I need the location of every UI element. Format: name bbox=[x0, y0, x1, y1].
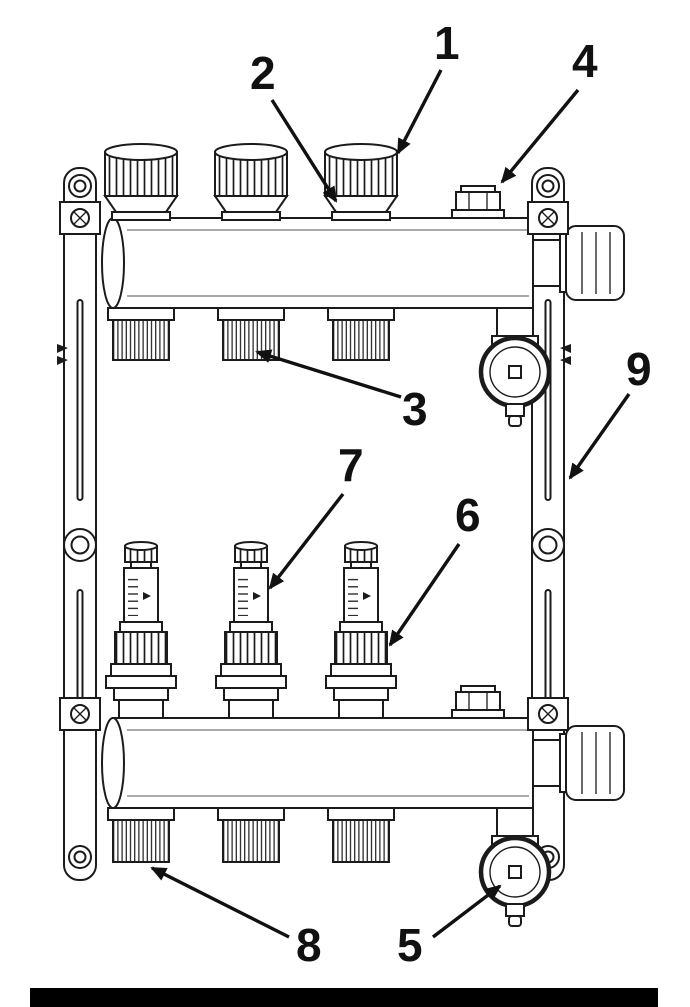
flow-meter-3 bbox=[325, 541, 397, 719]
bracket-clip-left2-icon bbox=[57, 356, 68, 365]
top-manifold-outlet-2 bbox=[217, 307, 285, 361]
callout-arrow-3 bbox=[255, 349, 402, 399]
flow-meter-1 bbox=[105, 541, 177, 719]
bottom-manifold-outlet-3 bbox=[327, 807, 395, 863]
callout-arrow-1 bbox=[396, 69, 443, 155]
callout-arrow-7 bbox=[268, 492, 345, 590]
mount-plate-top-left bbox=[59, 201, 101, 235]
callout-label-8: 8 bbox=[296, 919, 322, 971]
top-manifold-outlet-1 bbox=[107, 307, 175, 361]
callout-label-6: 6 bbox=[455, 489, 481, 541]
valve-cap-1 bbox=[104, 143, 178, 221]
bracket-clip-left-icon bbox=[57, 344, 68, 353]
end-plug-top bbox=[451, 185, 505, 219]
callout-label-1: 1 bbox=[434, 17, 460, 69]
callout-label-2: 2 bbox=[250, 47, 276, 99]
mounting-bracket-left bbox=[63, 167, 97, 881]
valve-cap-2 bbox=[214, 143, 288, 221]
callout-label-5: 5 bbox=[397, 919, 423, 971]
footer-bar bbox=[30, 988, 658, 1007]
mount-plate-bottom-left bbox=[59, 697, 101, 731]
callout-arrow-8 bbox=[150, 866, 290, 939]
valve-cap-3 bbox=[324, 143, 398, 221]
callout-arrow-4 bbox=[500, 88, 580, 184]
bracket-clip-right2-icon bbox=[560, 356, 571, 365]
callout-arrow-6 bbox=[388, 543, 461, 647]
callout-label-9: 9 bbox=[626, 343, 652, 395]
bracket-clip-right-icon bbox=[560, 344, 571, 353]
top-manifold-outlet-3 bbox=[327, 307, 395, 361]
callout-label-7: 7 bbox=[338, 439, 364, 491]
mount-plate-top-right bbox=[527, 201, 569, 235]
bottom-manifold-outlet-1 bbox=[107, 807, 175, 863]
callout-arrow-5 bbox=[431, 884, 502, 939]
callout-arrow-9 bbox=[568, 393, 631, 480]
callout-label-4: 4 bbox=[572, 35, 598, 87]
flow-meter-2 bbox=[215, 541, 287, 719]
mount-plate-bottom-right bbox=[527, 697, 569, 731]
end-plug-bottom bbox=[451, 685, 505, 719]
callout-arrow-2 bbox=[270, 99, 338, 203]
callout-label-3: 3 bbox=[402, 383, 428, 435]
bottom-manifold-outlet-2 bbox=[217, 807, 285, 863]
